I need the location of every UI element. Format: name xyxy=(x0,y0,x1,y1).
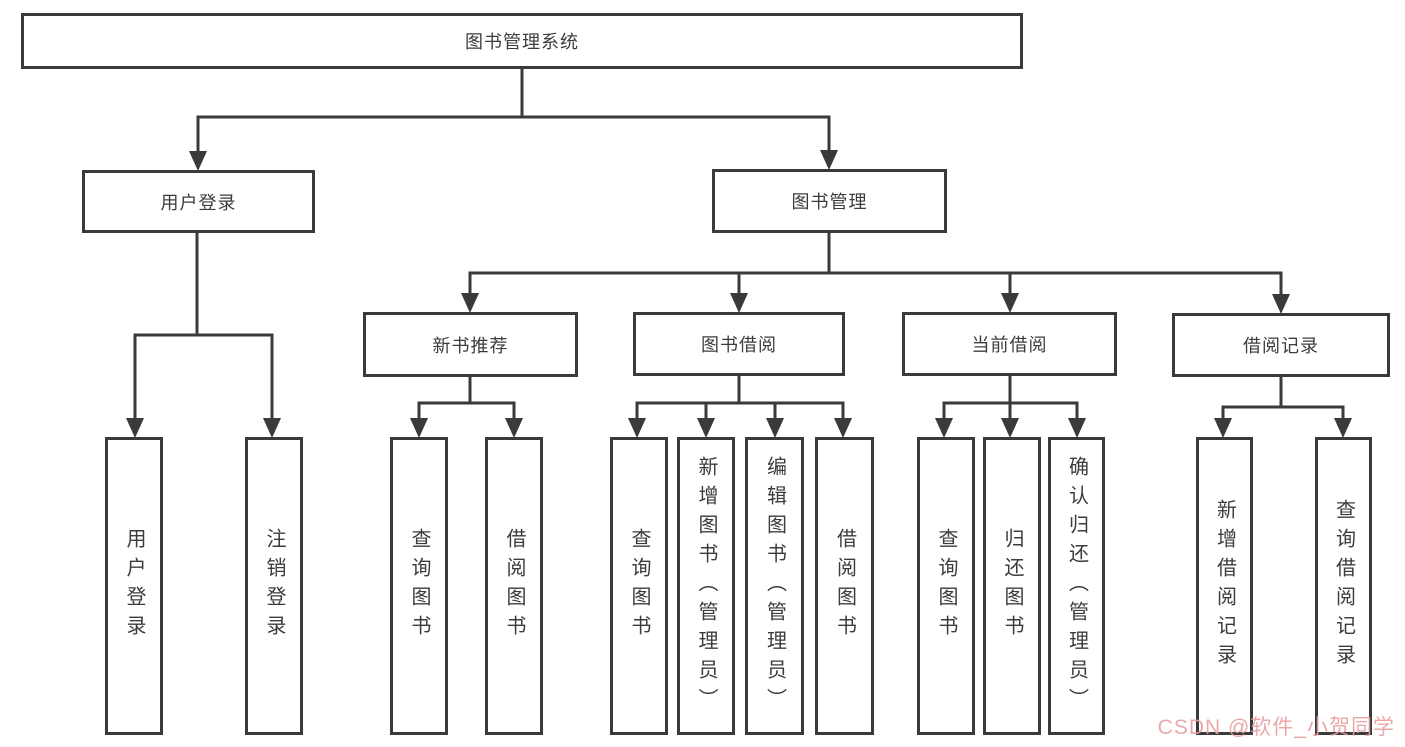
leaf-edit-book-admin: 编辑图书（管理员） xyxy=(745,437,804,735)
leaf-borrow-books-recommend: 借阅图书 xyxy=(485,437,543,735)
node-user-login: 用户登录 xyxy=(82,170,315,233)
node-book-management: 图书管理 xyxy=(712,169,947,233)
leaf-query-books-borrow: 查询图书 xyxy=(610,437,668,735)
node-book-borrowing: 图书借阅 xyxy=(633,312,845,376)
leaf-confirm-return-admin: 确认归还（管理员） xyxy=(1048,437,1105,735)
node-new-book-recommend: 新书推荐 xyxy=(363,312,578,377)
leaf-query-borrow-record: 查询借阅记录 xyxy=(1315,437,1372,735)
leaf-query-books-current: 查询图书 xyxy=(917,437,975,735)
leaf-logout: 注销登录 xyxy=(245,437,303,735)
leaf-add-borrow-record: 新增借阅记录 xyxy=(1196,437,1253,735)
csdn-watermark: CSDN @软件_小贺同学 xyxy=(1157,716,1395,739)
leaf-query-books-recommend: 查询图书 xyxy=(390,437,448,735)
leaf-user-login: 用户登录 xyxy=(105,437,163,735)
leaf-return-book: 归还图书 xyxy=(983,437,1041,735)
node-system-root: 图书管理系统 xyxy=(21,13,1023,69)
leaf-borrow-books: 借阅图书 xyxy=(815,437,874,735)
leaf-add-book-admin: 新增图书（管理员） xyxy=(677,437,735,735)
node-borrow-records: 借阅记录 xyxy=(1172,313,1390,377)
node-current-borrowing: 当前借阅 xyxy=(902,312,1117,376)
